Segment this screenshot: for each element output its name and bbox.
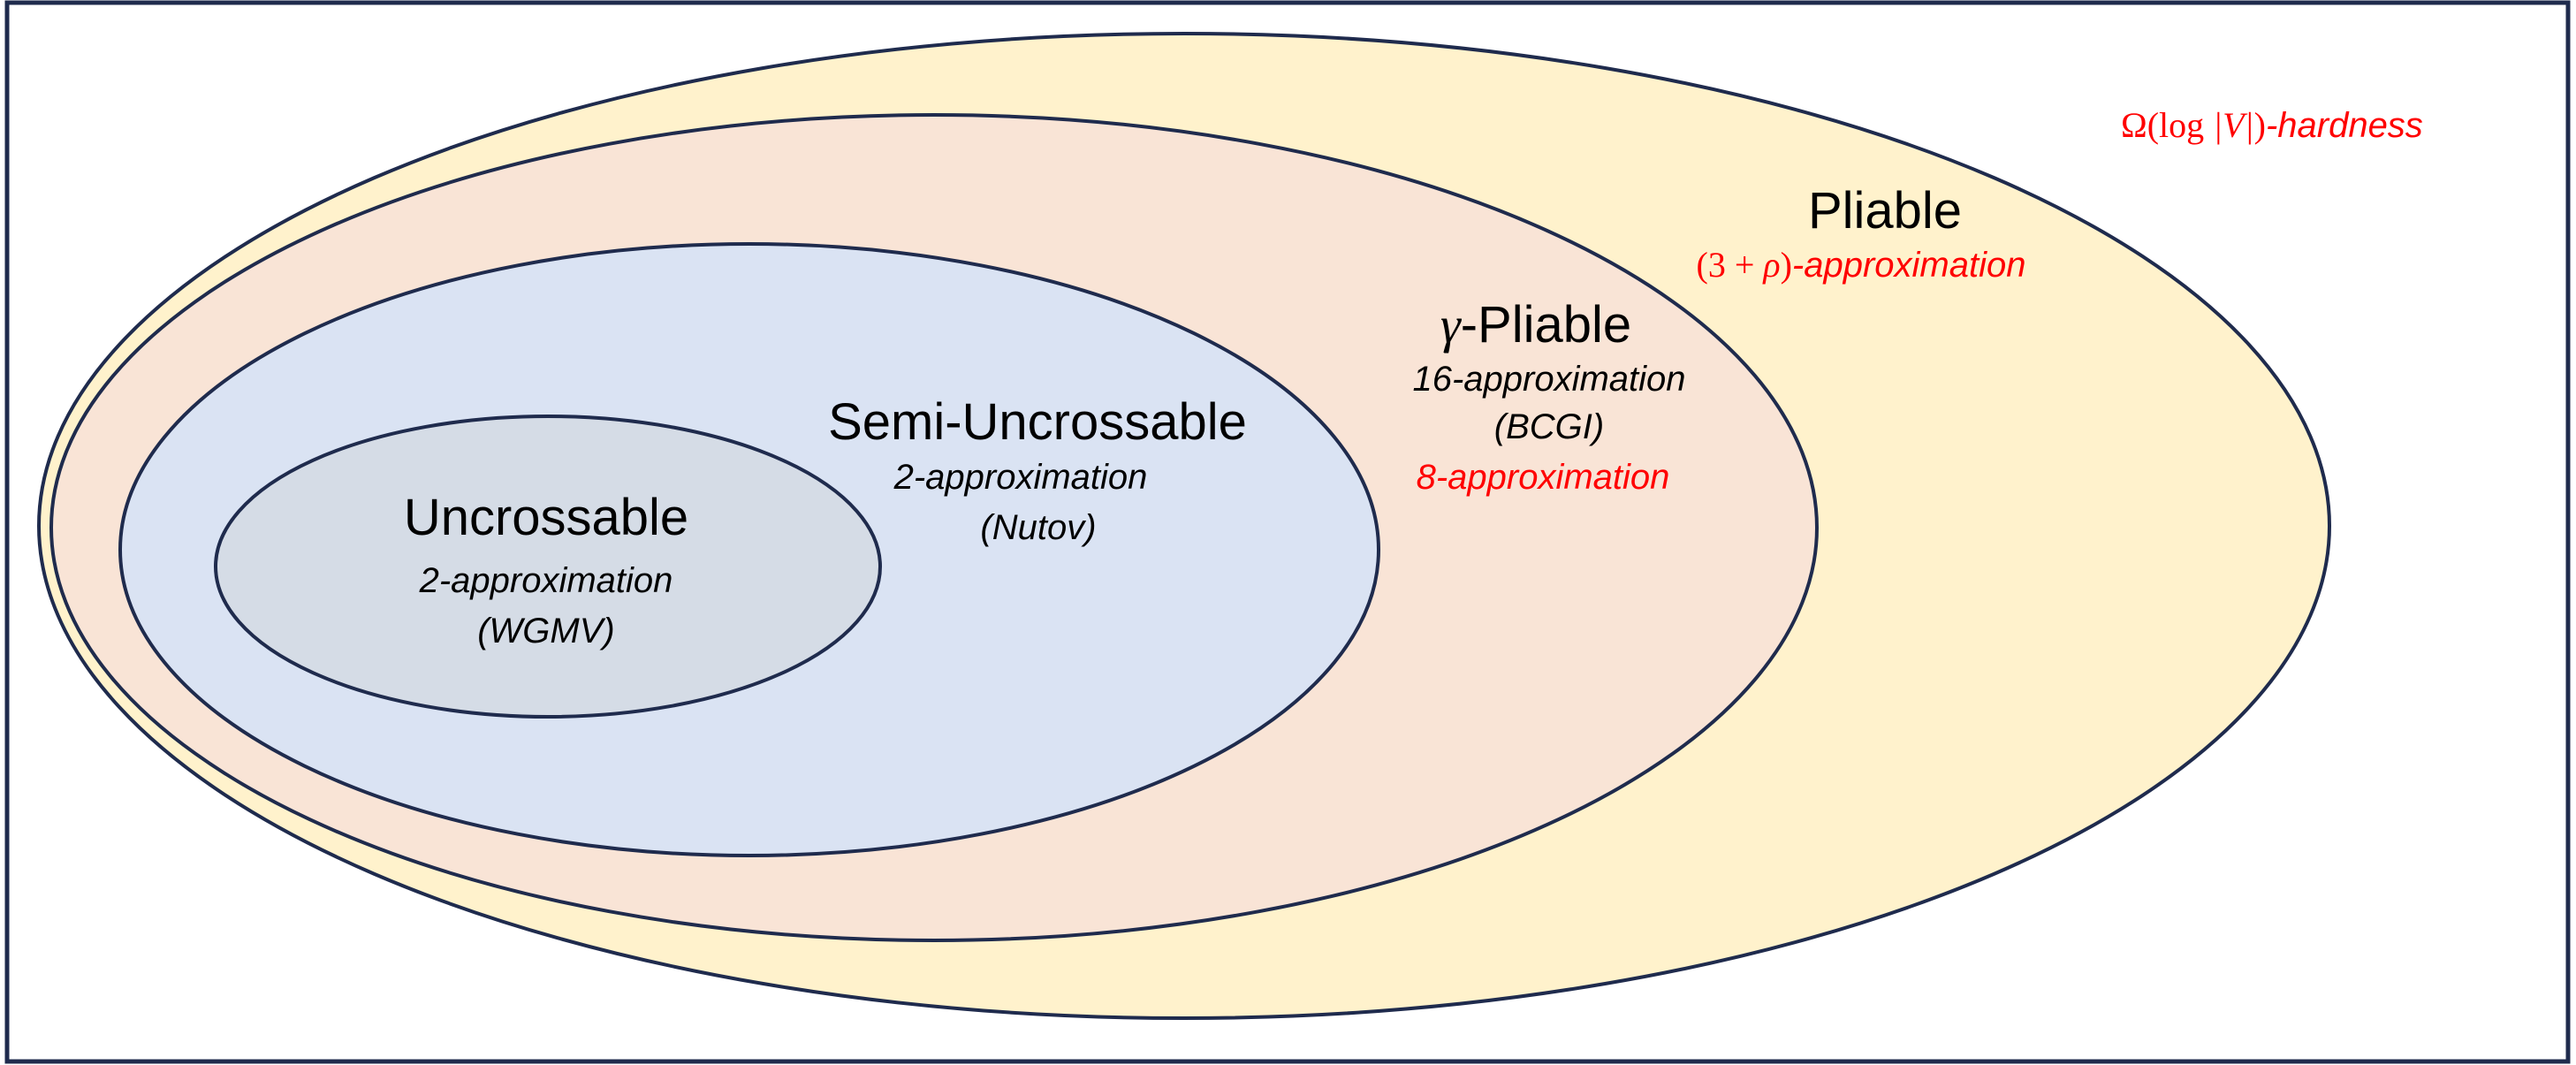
- uncrossable-ref: (WGMV): [477, 612, 615, 650]
- semi-uncrossable-title: Semi-Uncrossable: [828, 393, 1247, 451]
- log-open: (log: [2147, 105, 2213, 145]
- gamma-pliable-ref: (BCGI): [1494, 407, 1604, 446]
- gamma-pliable-approx: 16-approximation: [1412, 360, 1685, 399]
- log-close: ): [2254, 105, 2266, 145]
- uncrossable-title: Uncrossable: [404, 489, 688, 546]
- hardness-label: Ω(log |V|)-hardness: [2121, 105, 2423, 145]
- uncrossable-ellipse: [214, 415, 882, 719]
- pliable-title: Pliable: [1808, 182, 1962, 240]
- gamma-symbol: γ: [1440, 296, 1463, 354]
- rho-symbol: ρ: [1761, 245, 1780, 285]
- hardness-suffix: -hardness: [2266, 106, 2423, 145]
- v-set: |V|: [2213, 105, 2253, 145]
- pliable-approx-suffix: -approximation: [1792, 246, 2026, 285]
- gamma-pliable-title: γ-Pliable: [1440, 296, 1631, 354]
- gamma-pliable-improved-approx: 8-approximation: [1417, 458, 1670, 497]
- uncrossable-approx: 2-approximation: [419, 561, 673, 600]
- gamma-pliable-title-text: -Pliable: [1461, 296, 1631, 354]
- pliable-approx-close: ): [1781, 245, 1792, 285]
- omega-symbol: Ω: [2121, 105, 2147, 145]
- semi-uncrossable-approx: 2-approximation: [893, 458, 1148, 497]
- semi-uncrossable-ref: (Nutov): [980, 508, 1096, 547]
- pliable-approximation: (3 + ρ)-approximation: [1697, 245, 2026, 285]
- pliable-approx-prefix: (3 +: [1697, 245, 1764, 285]
